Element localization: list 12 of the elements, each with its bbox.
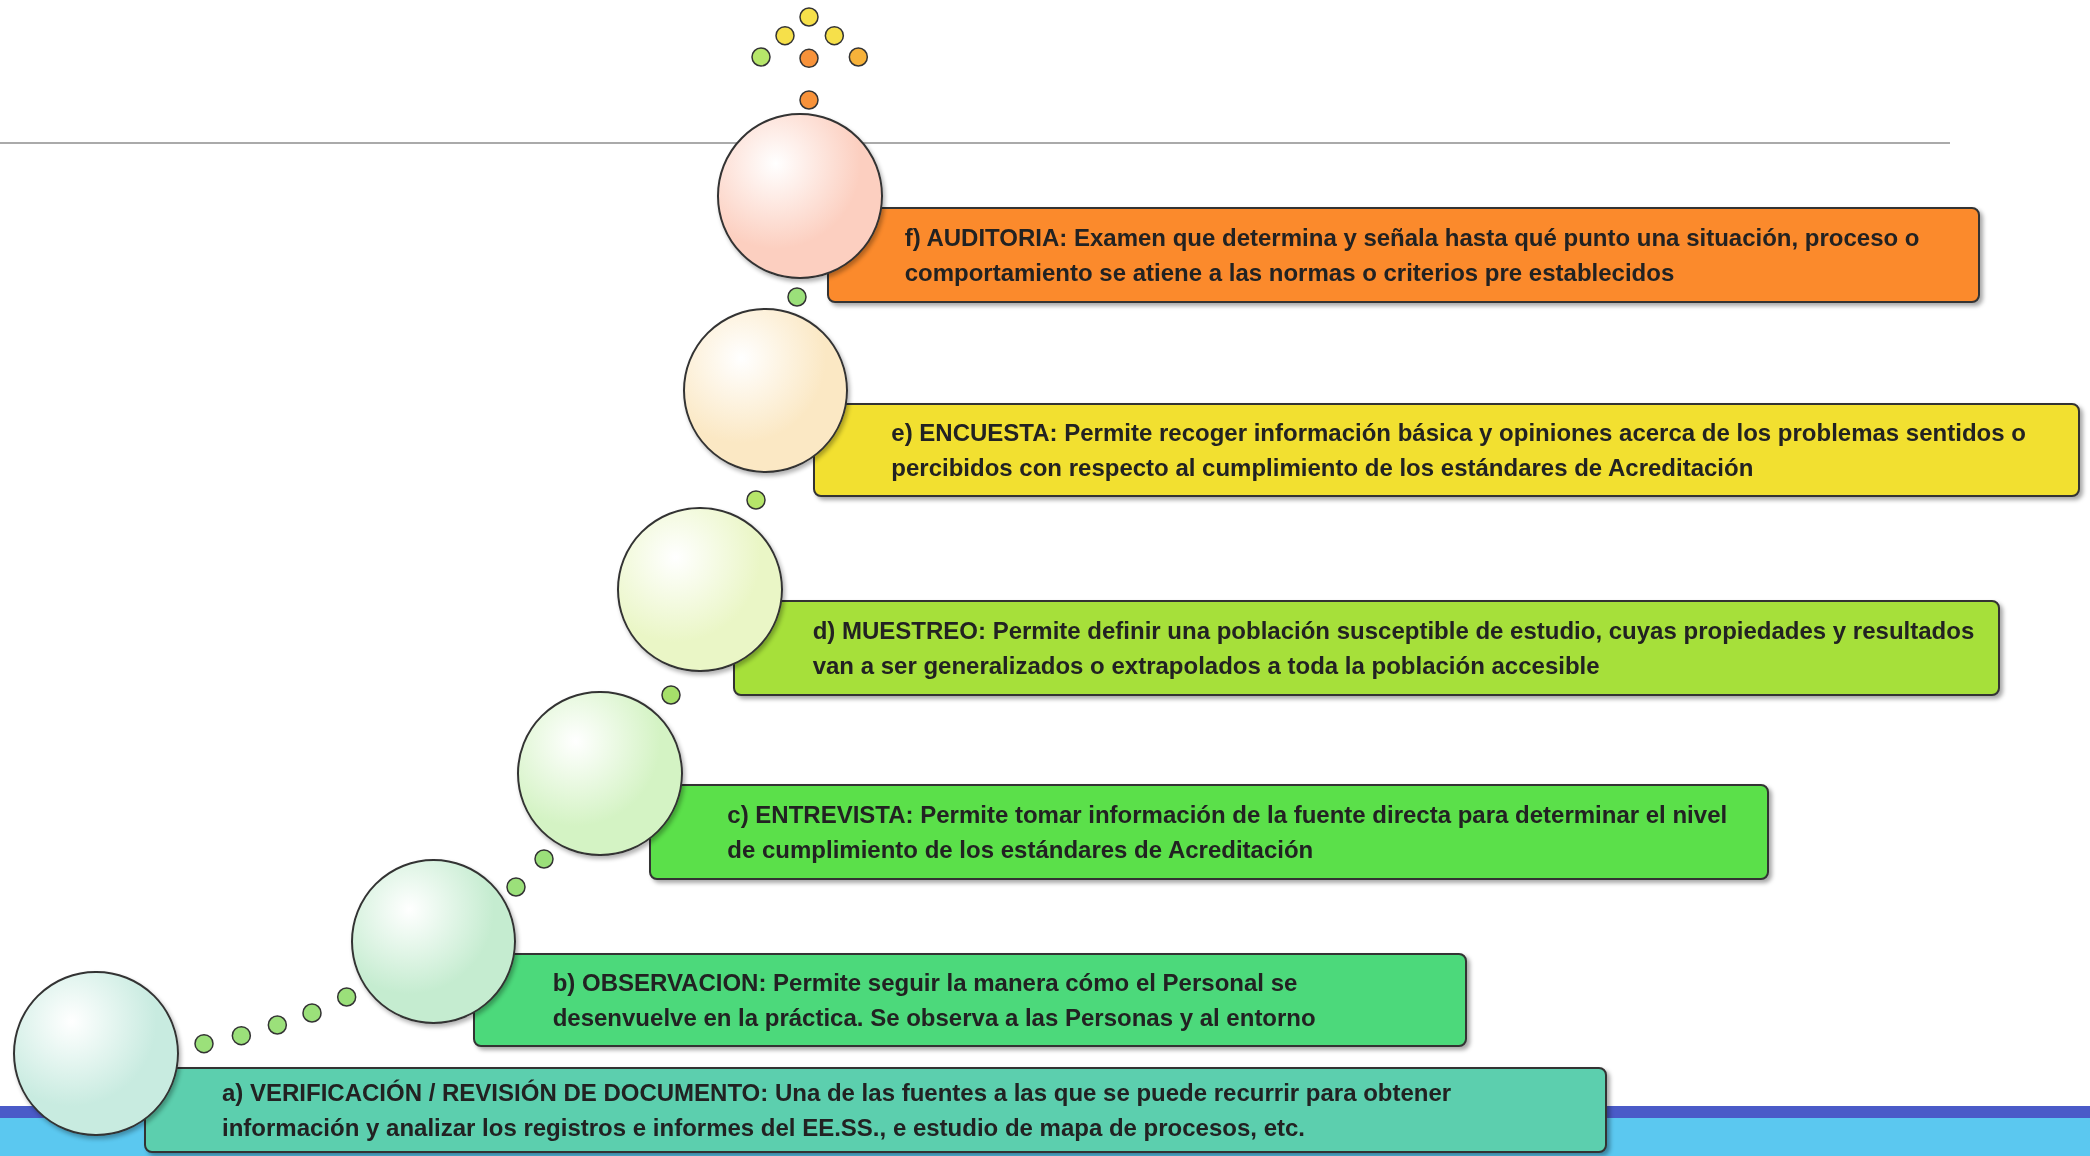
step-description: b) OBSERVACION: Permite seguir la manera cómo el Personal se desenvuelve en la práctica. Se observa a las Personas y al entorno [552,968,1317,1033]
step-description: e) ENCUESTA: Permite recoger información básica y opiniones acerca de los problemas sentidos o percibidos con respecto al cumplimiento de los estándares de Acreditación [891,418,2027,483]
step-bar [144,1066,1607,1154]
step-description: d) MUESTREO: Permite definir una población susceptible de estudio, cuyas propiedades y resultados van a ser generalizados o extrapolados a toda la población accesible [812,616,1976,681]
step-bar [473,953,1467,1047]
step-description: c) ENTREVISTA: Permite tomar información de la fuente directa para determinar el nivel de cumplimiento de los estándares de Acreditación [727,800,1729,865]
step-bar [813,402,2080,498]
step-description: f) AUDITORIA: Examen que determina y señala hasta qué punto una situación, proceso o comportamiento se atiene a las normas o criterios pre establecidos [904,222,1921,288]
step-description: a) VERIFICACIÓN / REVISIÓN DE DOCUMENTO: Una de las fuentes a las que se puede recurrir para obtener información y analizar los registros e informes del EE.SS., e estudio de mapa de procesos, etc. [222,1078,1453,1143]
step-bar [733,600,2000,696]
step-bar [826,206,1980,303]
step-bar [649,784,1770,880]
